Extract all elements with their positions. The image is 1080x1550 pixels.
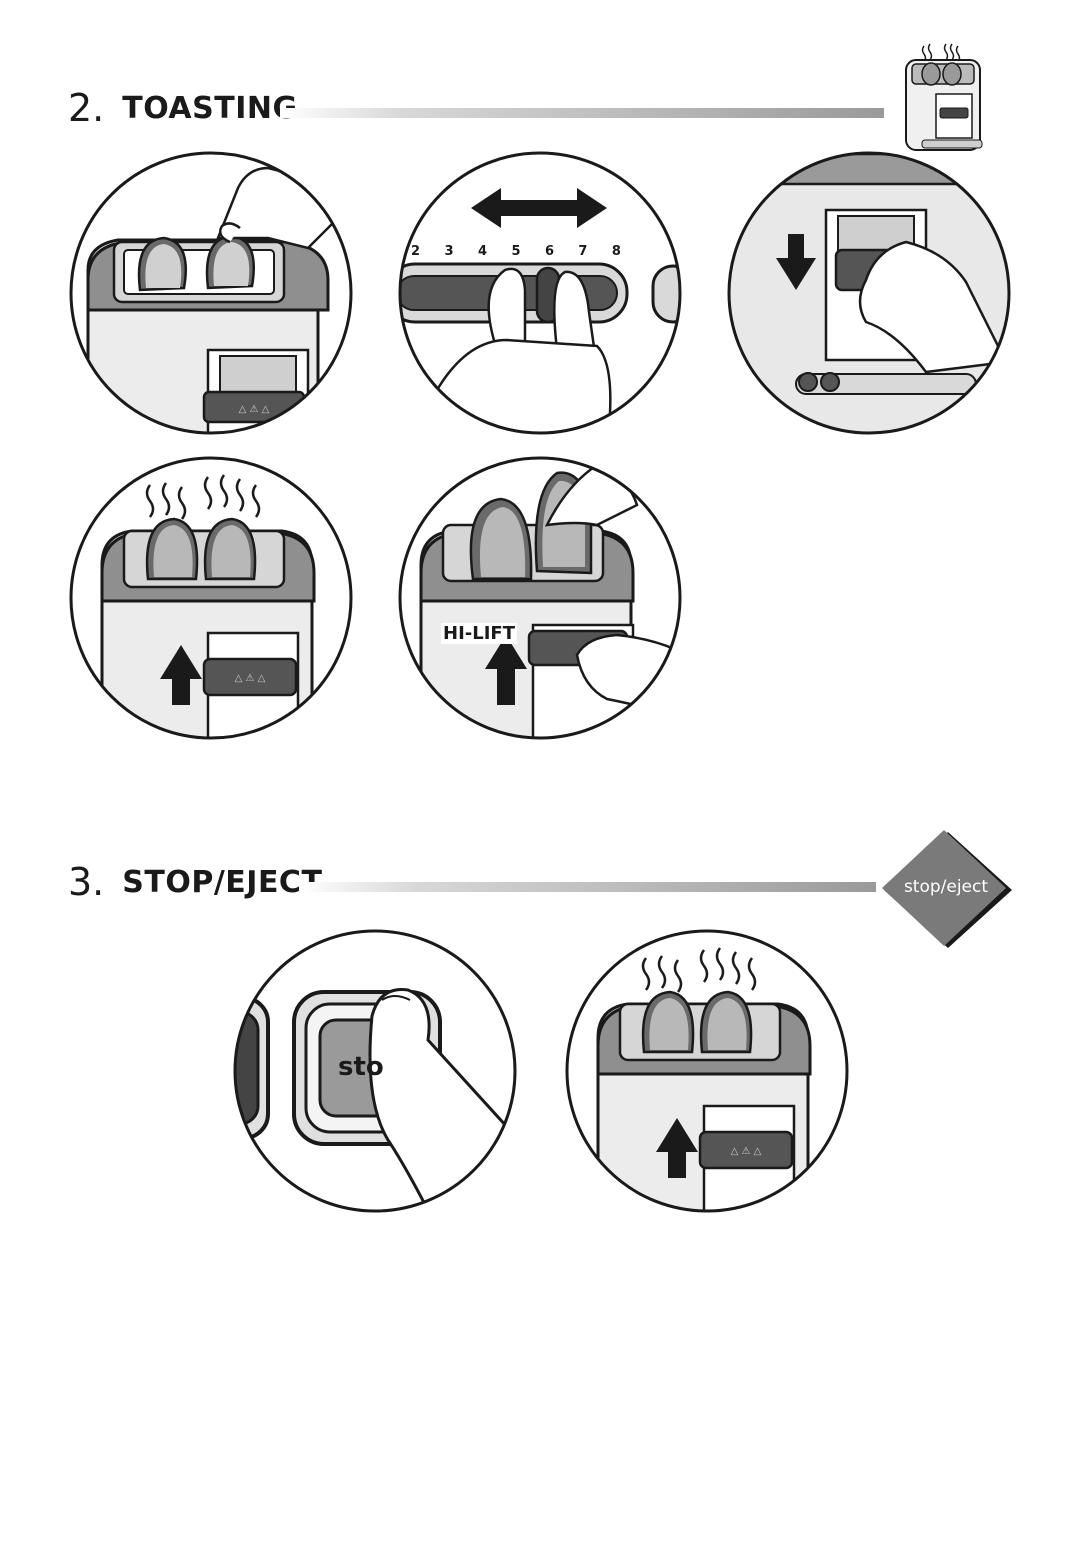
- browning-level-6: 6: [544, 244, 554, 259]
- double-arrow-icon: [471, 188, 607, 228]
- step-bread-ejected: △ ⚠ △: [564, 928, 850, 1214]
- heading-rule: [280, 108, 884, 118]
- stop-eject-badge-label: stop/eject: [903, 877, 989, 897]
- hi-lift-label: HI-LIFT: [441, 623, 517, 644]
- browning-level-5: 5: [511, 244, 521, 259]
- section-heading-stop-eject: 3. STOP/EJECT: [68, 860, 322, 904]
- toaster-thumbnail-icon: [896, 36, 992, 160]
- up-arrow-icon: [485, 635, 527, 705]
- step-hi-lift: HI-LIFT: [397, 455, 683, 741]
- browning-level-8: 8: [611, 244, 621, 259]
- steam-icon: [641, 947, 757, 993]
- browning-scale: 2 3 4 5 6 7 8: [411, 244, 621, 259]
- step-insert-bread: △ ⚠ △: [68, 150, 354, 436]
- step-press-stop-button: sto: [232, 928, 518, 1214]
- section-number: 2.: [68, 86, 105, 130]
- stop-eject-badge: stop/eject: [876, 828, 1016, 952]
- browning-level-7: 7: [578, 244, 588, 259]
- svg-text:△ ⚠ △: △ ⚠ △: [731, 1146, 762, 1157]
- stop-button-label: sto: [338, 1052, 384, 1082]
- step-bread-pops-up: △ ⚠ △: [68, 455, 354, 741]
- section-number: 3.: [68, 860, 105, 904]
- section-heading-toasting: 2. TOASTING: [68, 86, 298, 130]
- steam-icon: [145, 474, 261, 520]
- svg-text:△ ⚠ △: △ ⚠ △: [239, 404, 270, 415]
- browning-level-2: 2: [411, 244, 421, 259]
- browning-level-3: 3: [444, 244, 454, 259]
- svg-text:△ ⚠ △: △ ⚠ △: [235, 673, 266, 684]
- up-arrow-icon: [656, 1118, 698, 1178]
- section-title: STOP/EJECT: [122, 864, 323, 900]
- browning-level-4: 4: [477, 244, 488, 259]
- step-lower-lever: [726, 150, 1012, 436]
- section-title: TOASTING: [122, 90, 298, 126]
- down-arrow-icon: [776, 234, 816, 290]
- step-browning-control: 2 3 4 5 6 7 8: [397, 150, 683, 436]
- up-arrow-icon: [160, 645, 202, 705]
- heading-rule: [300, 882, 876, 892]
